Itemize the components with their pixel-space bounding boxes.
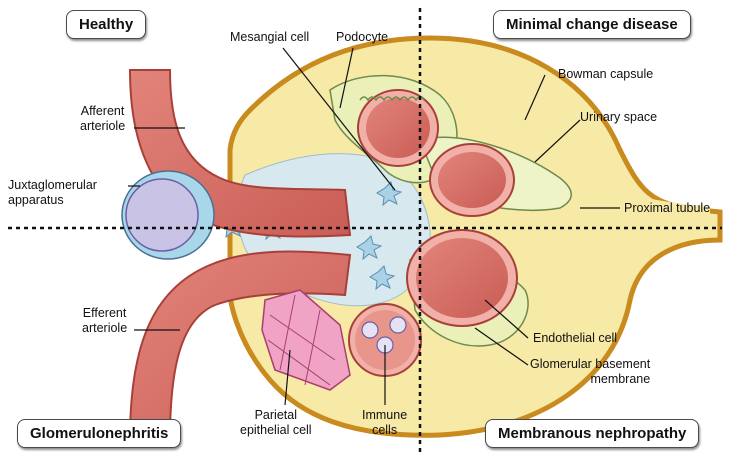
- label-bowman-capsule: Bowman capsule: [558, 67, 654, 81]
- label-parietal-line1: Parietal: [254, 408, 297, 422]
- label-efferent-arteriole: Efferent arteriole: [82, 306, 127, 336]
- label-urinary-space: Urinary space: [580, 110, 658, 124]
- label-immune-line1: Immune: [362, 408, 408, 422]
- label-endothelial-cell: Endothelial cell: [533, 331, 618, 345]
- label-afferent-line1: Afferent: [80, 104, 125, 118]
- label-proximal-tubule: Proximal tubule: [624, 201, 711, 215]
- label-immune-line2: cells: [372, 423, 398, 437]
- label-gbm-line2: membrane: [590, 372, 651, 386]
- label-mesangial-cell: Mesangial cell: [230, 30, 310, 44]
- quadrant-label-healthy: Healthy: [66, 10, 147, 39]
- label-podocyte: Podocyte: [336, 30, 389, 44]
- label-afferent-arteriole: Afferent arteriole: [80, 104, 125, 134]
- quadrant-label-membranous-nephropathy: Membranous nephropathy: [485, 419, 700, 448]
- label-gbm-line1: Glomerular basement: [530, 357, 651, 371]
- label-afferent-line2: arteriole: [80, 119, 126, 133]
- label-parietal-line2: epithelial cell: [240, 423, 312, 437]
- label-jga-line1: Juxtaglomerular: [8, 178, 97, 192]
- quadrant-label-glomerulonephritis: Glomerulonephritis: [17, 419, 182, 448]
- leader-lines: [128, 47, 620, 406]
- foot-processes: [359, 96, 425, 102]
- label-jga-line2: apparatus: [8, 193, 64, 207]
- juxtaglomerular-apparatus: [121, 170, 215, 260]
- label-immune-cells: Immune cells: [362, 408, 407, 438]
- label-efferent-line2: arteriole: [82, 321, 128, 335]
- label-parietal-epithelial-cell: Parietal epithelial cell: [240, 408, 312, 438]
- proximal-tubule-lumen: [560, 175, 710, 237]
- quadrant-label-minimal-change-disease: Minimal change disease: [493, 10, 691, 39]
- label-glomerular-basement-membrane: Glomerular basement membrane: [530, 357, 650, 387]
- immune-cells: [361, 316, 407, 354]
- label-juxtaglomerular-apparatus: Juxtaglomerular apparatus: [8, 178, 97, 208]
- label-efferent-line1: Efferent: [82, 306, 127, 320]
